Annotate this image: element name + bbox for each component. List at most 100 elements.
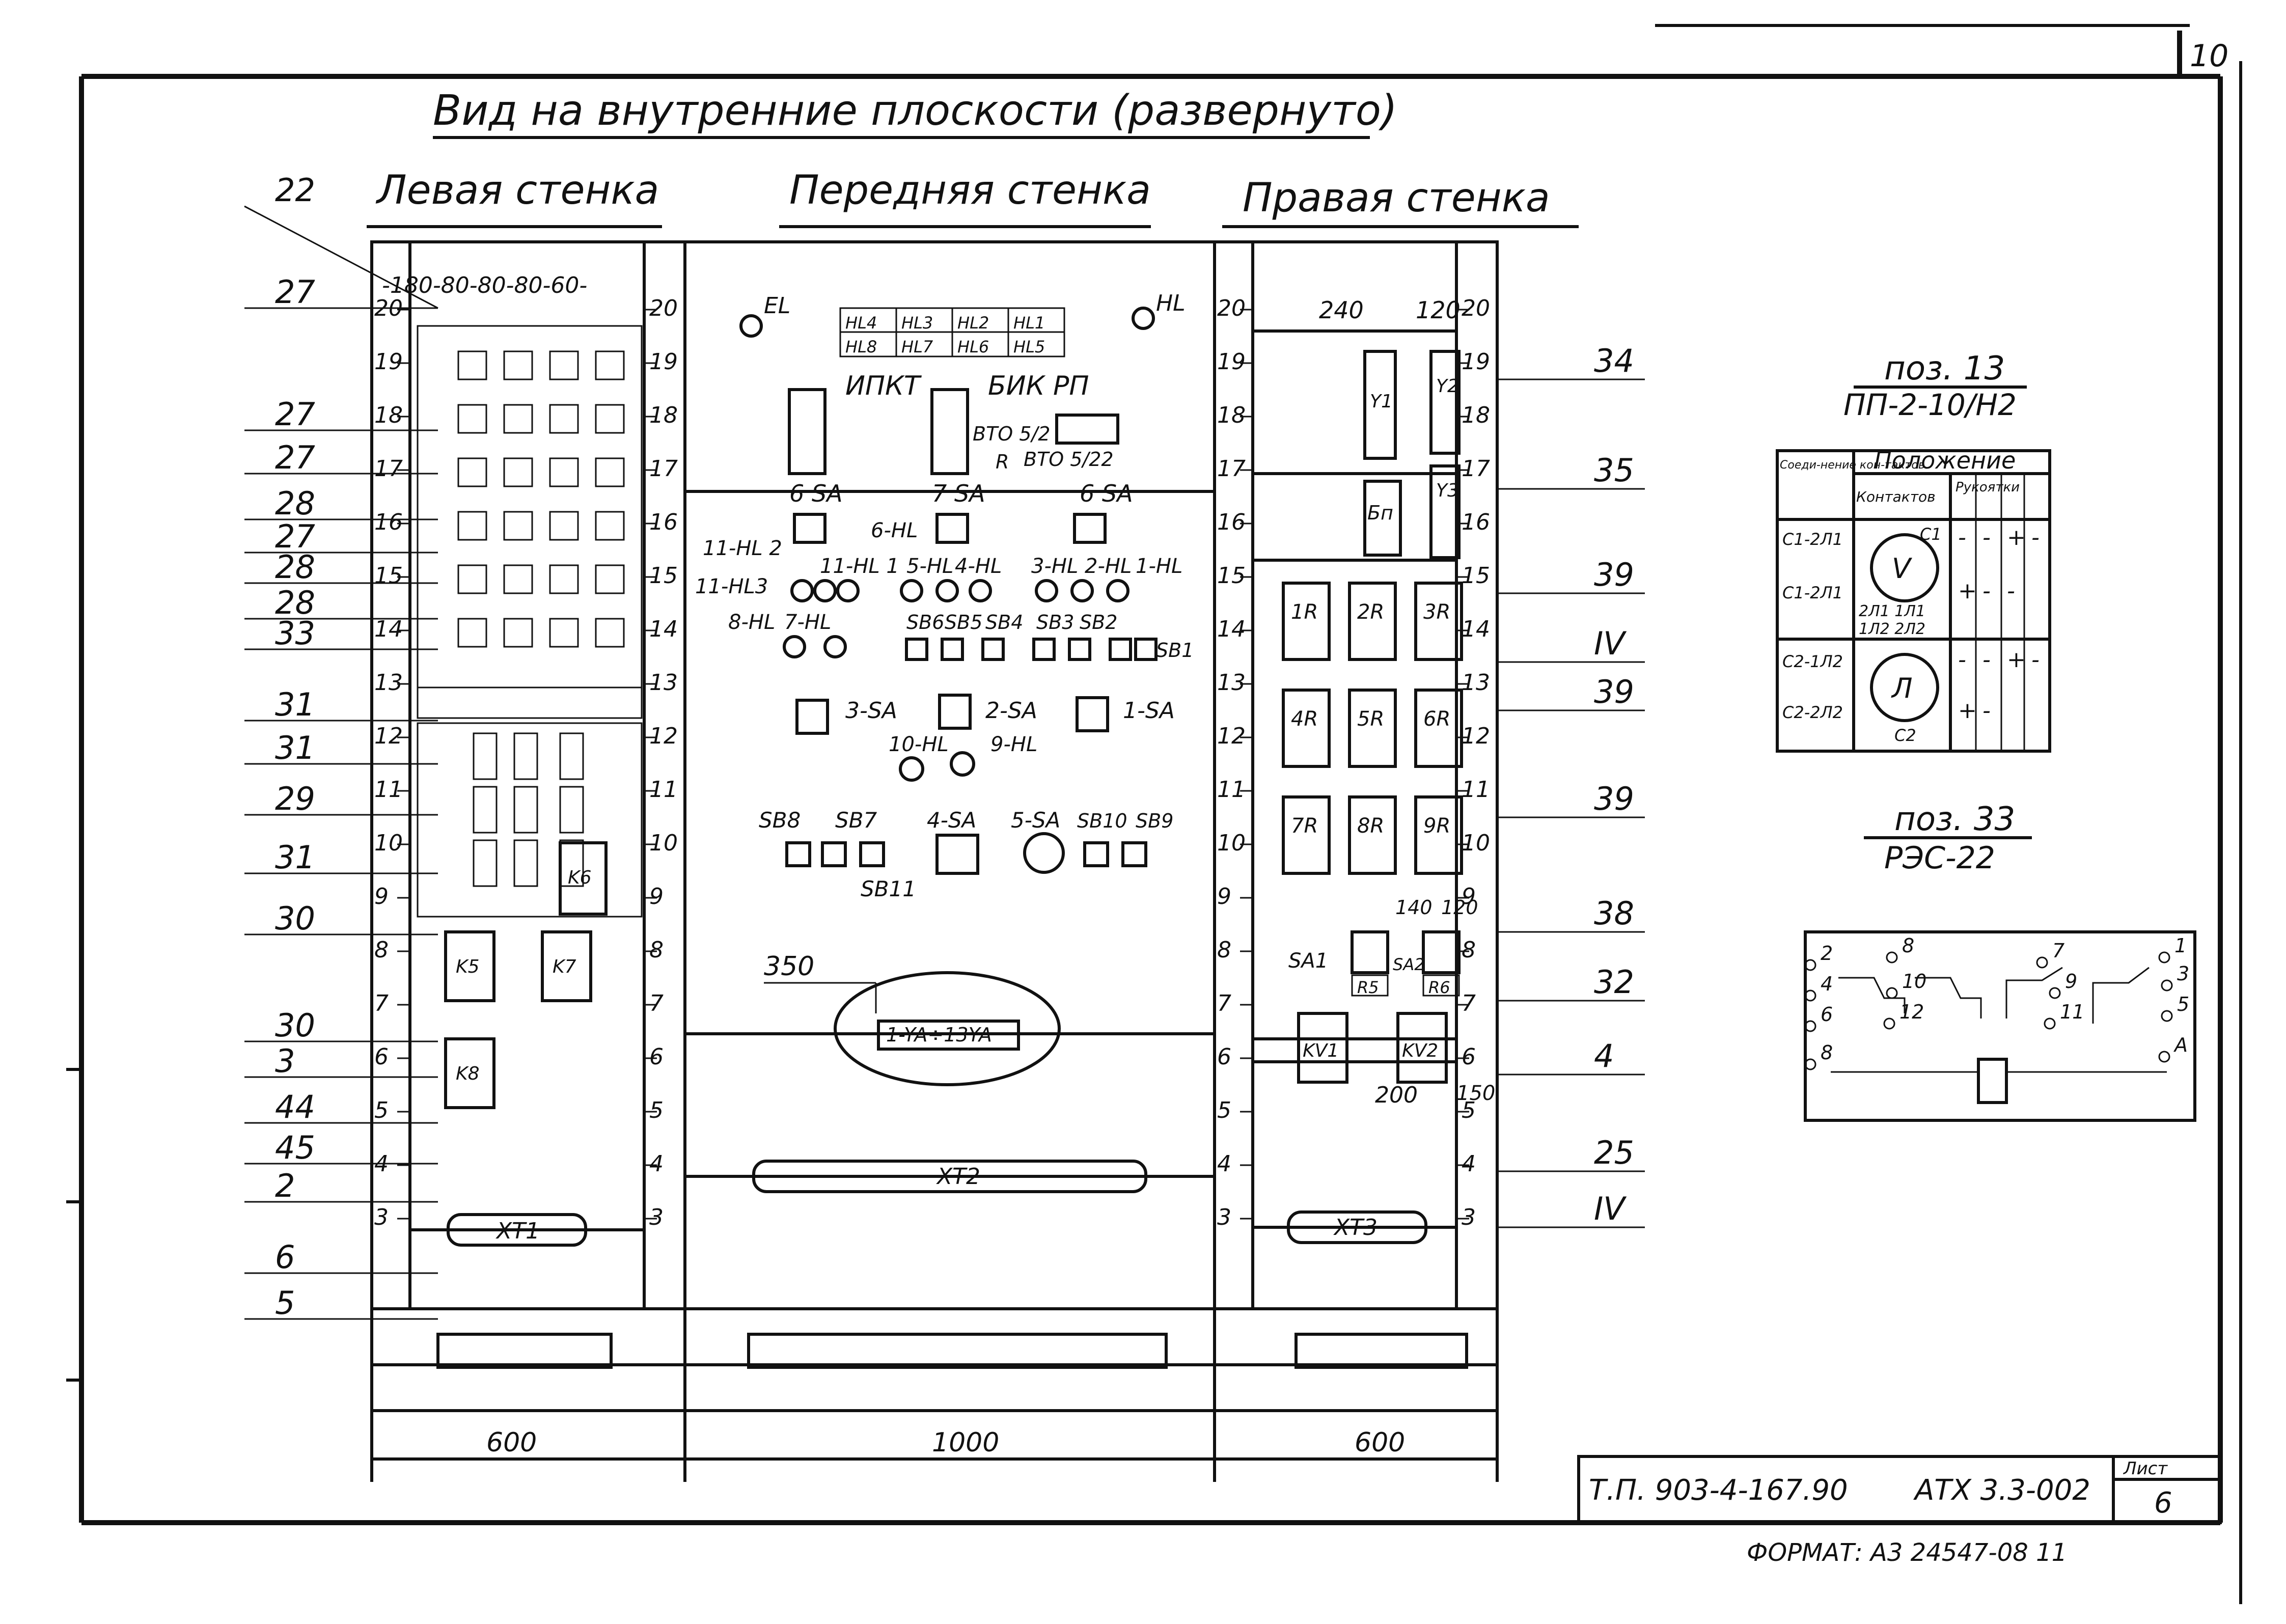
pos33-title: поз. 33 bbox=[1894, 801, 2015, 838]
push-button bbox=[1109, 638, 1132, 661]
relay-pin-label: 11 bbox=[2060, 1001, 2084, 1023]
r6-block bbox=[1422, 974, 1460, 997]
sa-label: 1-SA bbox=[1123, 698, 1175, 724]
callout-right: 34 bbox=[1594, 342, 1634, 379]
relay-k6-label: K6 bbox=[568, 867, 592, 888]
pos33-subtitle: РЭС-22 bbox=[1884, 840, 1995, 876]
bto-block bbox=[1055, 414, 1119, 445]
row-number-front-right: 7 bbox=[649, 990, 664, 1016]
r6-label: R6 bbox=[1428, 978, 1450, 997]
relay-pin-label: 3 bbox=[2177, 962, 2189, 985]
resistor-label: 1R bbox=[1291, 600, 1318, 624]
push-button bbox=[1068, 638, 1091, 661]
right-dim: 120 bbox=[1441, 896, 1478, 919]
row-number-left: 5 bbox=[374, 1097, 389, 1123]
hl-grid-cell: HL3 bbox=[901, 313, 933, 333]
hl-label: 6-HL bbox=[871, 519, 918, 542]
sa-label: 3-SA bbox=[845, 698, 897, 724]
row-number-front-right: 14 bbox=[649, 616, 678, 642]
callout-left: 5 bbox=[275, 1284, 295, 1322]
row-number-left: 9 bbox=[374, 884, 389, 910]
callout-left: 30 bbox=[275, 900, 315, 937]
relay-pin bbox=[1804, 959, 1816, 971]
relay-slot bbox=[473, 839, 498, 887]
sa1-block bbox=[1351, 930, 1389, 974]
kv1-label: KV1 bbox=[1303, 1040, 1339, 1061]
pos13-c1: С1 bbox=[1920, 525, 1942, 544]
pos13-mark: - bbox=[2031, 525, 2040, 550]
callout-left: 2 bbox=[275, 1167, 295, 1204]
resistor-label: 8R bbox=[1357, 814, 1384, 838]
pos13-mark: - bbox=[1982, 647, 1991, 673]
callout-leaders: 2227272728272828333131293130303444526534… bbox=[244, 172, 1645, 1322]
relay-k5-label: K5 bbox=[456, 956, 480, 977]
relay-pin bbox=[2158, 1051, 2170, 1063]
sb-label: SB1 bbox=[1156, 639, 1194, 662]
callout-right: 4 bbox=[1594, 1037, 1614, 1075]
pos13-row: С2-1Л2 bbox=[1782, 652, 1843, 671]
row-number-far: 7 bbox=[1462, 990, 1476, 1016]
relay-pin bbox=[1886, 951, 1898, 964]
wall-front-label: Передняя стенка bbox=[789, 168, 1151, 213]
pos13-mark: - bbox=[1982, 578, 1991, 604]
ya-highlight bbox=[834, 971, 1061, 1086]
wall-left-label: Левая стенка bbox=[375, 168, 659, 213]
push-button bbox=[1134, 638, 1158, 661]
dim-front: 1000 bbox=[932, 1427, 999, 1458]
lamp-row bbox=[783, 579, 1130, 658]
relay-pin-label: 8 bbox=[1821, 1041, 1833, 1064]
row-number-front-right: 15 bbox=[649, 563, 678, 589]
sa-top-label: 6 SA bbox=[1080, 480, 1133, 507]
hl-label: 7-HL bbox=[784, 611, 831, 634]
resistor-block bbox=[1414, 689, 1463, 768]
left-top-dims: -180-80-80-80-60- bbox=[382, 272, 587, 298]
row-number-front-right: 11 bbox=[649, 777, 678, 803]
relay-socket bbox=[503, 457, 533, 487]
stamp-block bbox=[1577, 1455, 2222, 1524]
relay-socket bbox=[595, 564, 625, 594]
callout-right: IV bbox=[1594, 1190, 1627, 1227]
panel-outline bbox=[370, 240, 1499, 1482]
r5-block bbox=[1351, 974, 1389, 997]
relay-socket bbox=[549, 511, 579, 541]
switch-1sa bbox=[1076, 696, 1109, 732]
row-number-far: 5 bbox=[1462, 1097, 1476, 1123]
row-number-far: 11 bbox=[1462, 777, 1490, 803]
relay-socket bbox=[457, 511, 487, 541]
ya-label: 1-YA÷13YA bbox=[886, 1024, 992, 1046]
pos13-subtitle: ПП-2-10/Н2 bbox=[1843, 388, 2017, 422]
row-number-front-right: 8 bbox=[649, 937, 664, 963]
hl-grid-cell: HL1 bbox=[1013, 313, 1045, 333]
hl-label: 4-HL bbox=[955, 555, 1002, 578]
relay-k7-label: K7 bbox=[553, 956, 576, 977]
resistor-label: 3R bbox=[1423, 600, 1450, 624]
callout-right: 38 bbox=[1594, 895, 1634, 932]
row-number-far: 4 bbox=[1462, 1151, 1476, 1177]
format-line: ФОРМАТ: А3 24547-08 11 bbox=[1747, 1538, 2067, 1567]
switch-box bbox=[935, 513, 969, 544]
row-number-right: 12 bbox=[1217, 723, 1246, 749]
relay-socket bbox=[503, 350, 533, 380]
relay-socket bbox=[503, 511, 533, 541]
pos13-mark: + bbox=[1958, 698, 1977, 724]
row-number-far: 6 bbox=[1462, 1044, 1476, 1070]
pos13-mark: - bbox=[1958, 525, 1966, 550]
bp-label: Бп bbox=[1367, 502, 1393, 524]
lamp bbox=[813, 579, 837, 602]
resistor-block bbox=[1348, 689, 1397, 768]
relay-slot bbox=[559, 732, 584, 780]
sb-label: SB9 bbox=[1136, 810, 1173, 832]
resistor-block bbox=[1282, 582, 1331, 661]
relay-socket bbox=[595, 618, 625, 648]
left-modules bbox=[417, 325, 643, 918]
lamp bbox=[1035, 579, 1058, 602]
row-number-right: 15 bbox=[1217, 563, 1246, 589]
row-number-far: 12 bbox=[1462, 723, 1490, 749]
relay-socket bbox=[503, 564, 533, 594]
relay-socket bbox=[595, 511, 625, 541]
relay-slot bbox=[473, 786, 498, 834]
relay-pin-label: 10 bbox=[1902, 970, 1926, 993]
callout-left: 27 bbox=[275, 396, 315, 433]
pos13-mark: - bbox=[2007, 578, 2015, 604]
